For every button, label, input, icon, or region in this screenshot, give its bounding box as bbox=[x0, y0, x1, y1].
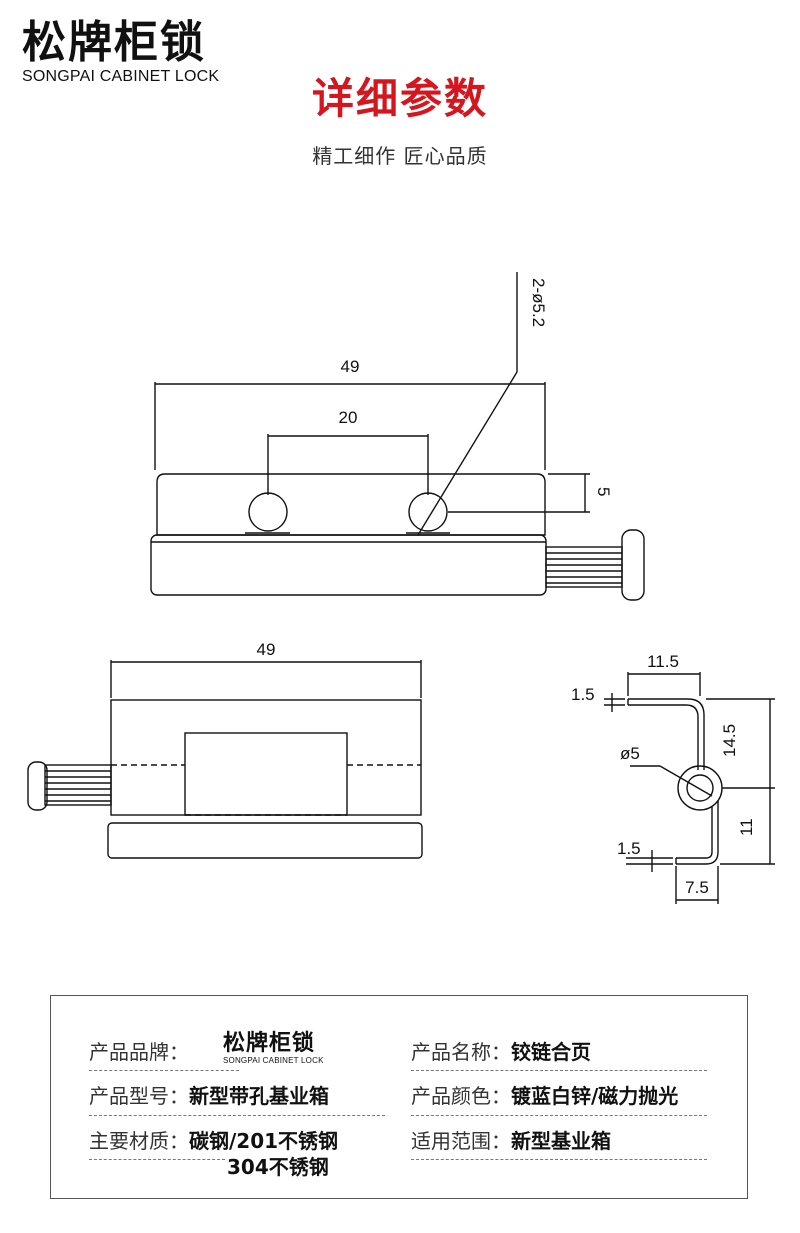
dim-hole-spec: 2-ø5.2 bbox=[529, 278, 548, 327]
dim-overall-width-top: 49 bbox=[341, 357, 360, 376]
row-divider bbox=[411, 1115, 707, 1116]
dim-overall-width-front: 49 bbox=[257, 640, 276, 659]
row-divider bbox=[411, 1159, 707, 1160]
spec-color-row: 产品颜色：镀蓝白锌/磁力抛光 bbox=[411, 1080, 678, 1109]
dim-pin: ø5 bbox=[620, 744, 640, 763]
spec-table: 产品品牌： 松牌柜锁 SONGPAI CABINET LOCK 产品名称：铰链合… bbox=[50, 995, 748, 1199]
hinge-technical-drawing: 49 20 2-ø5.2 5 49 11.5 1.5 ø5 14.5 11 1.… bbox=[27, 272, 775, 904]
spec-model-label: 产品型号： bbox=[89, 1084, 189, 1108]
front-view-drawing bbox=[27, 660, 423, 859]
row-divider bbox=[89, 1070, 239, 1071]
spec-brand-name-cn: 松牌柜锁 bbox=[223, 1031, 316, 1056]
spec-material-row-2: 304不锈钢 bbox=[227, 1151, 329, 1180]
spec-material-row: 主要材质：碳钢/201不锈钢 bbox=[89, 1125, 338, 1154]
dim-thickness-top: 1.5 bbox=[571, 685, 595, 704]
spec-name-row: 产品名称：铰链合页 bbox=[411, 1036, 591, 1065]
top-view-drawing bbox=[150, 272, 645, 601]
spec-brand-logo: 松牌柜锁 SONGPAI CABINET LOCK bbox=[223, 1031, 333, 1066]
page-title: 详细参数 bbox=[311, 74, 488, 123]
spec-usage-row: 适用范围：新型基业箱 bbox=[411, 1125, 611, 1154]
page-subtitle: 精工细作 匠心品质 bbox=[312, 144, 488, 168]
spec-material-label: 主要材质： bbox=[89, 1129, 189, 1153]
dim-hole-spacing: 20 bbox=[339, 408, 358, 427]
spec-name-value: 铰链合页 bbox=[511, 1040, 591, 1064]
dim-side-width: 11.5 bbox=[647, 652, 679, 671]
spec-brand-label: 产品品牌： bbox=[89, 1040, 189, 1064]
spec-color-label: 产品颜色： bbox=[411, 1084, 511, 1108]
spec-model-row: 产品型号：新型带孔基业箱 bbox=[89, 1080, 329, 1109]
spec-model-value: 新型带孔基业箱 bbox=[189, 1084, 329, 1108]
brand-name-cn: 松牌柜锁 bbox=[22, 17, 206, 68]
spec-material-value-2: 304不锈钢 bbox=[227, 1155, 329, 1179]
dim-lower-height: 11 bbox=[737, 818, 756, 836]
dim-upper-height: 14.5 bbox=[720, 724, 739, 757]
spec-brand-name-en: SONGPAI CABINET LOCK bbox=[223, 1056, 324, 1065]
spec-usage-value: 新型基业箱 bbox=[511, 1129, 611, 1153]
dim-height: 5 bbox=[594, 487, 613, 496]
spec-brand-row: 产品品牌： bbox=[89, 1036, 189, 1065]
dim-bottom-width: 7.5 bbox=[685, 878, 709, 897]
side-view-drawing bbox=[604, 672, 775, 904]
spec-name-label: 产品名称： bbox=[411, 1040, 511, 1064]
row-divider bbox=[89, 1115, 385, 1116]
spec-color-value: 镀蓝白锌/磁力抛光 bbox=[511, 1084, 679, 1108]
spec-material-value: 碳钢/201不锈钢 bbox=[189, 1129, 339, 1153]
dim-thickness-bottom: 1.5 bbox=[617, 839, 641, 858]
spec-usage-label: 适用范围： bbox=[411, 1129, 511, 1153]
row-divider bbox=[411, 1070, 707, 1071]
row-divider bbox=[89, 1159, 225, 1160]
brand-logo: 松牌柜锁 SONGPAI CABINET LOCK bbox=[22, 18, 252, 86]
brand-name-en: SONGPAI CABINET LOCK bbox=[22, 68, 220, 85]
